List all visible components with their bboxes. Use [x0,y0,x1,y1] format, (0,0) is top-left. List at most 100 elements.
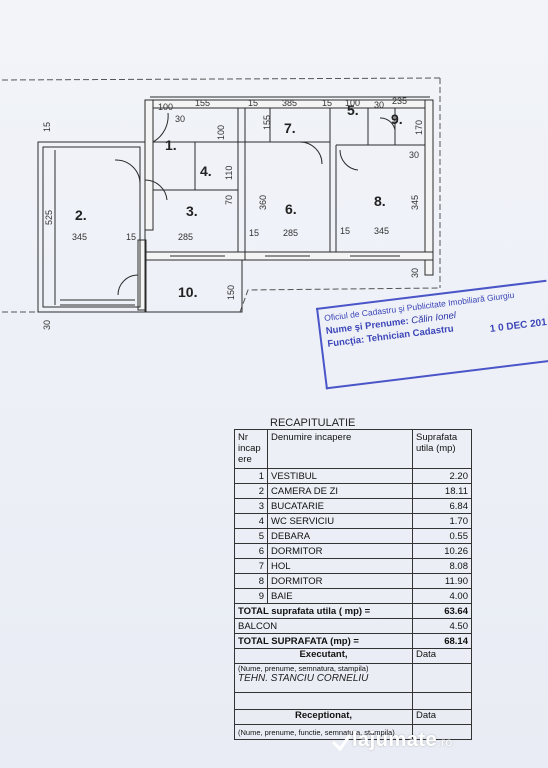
row-nr: 6 [234,543,268,559]
dim-top-235: 235 [392,96,407,106]
watermark: lajumate.ro [352,729,453,752]
recap-header-row: Nr incap ere Denumire incapere Suprafata… [234,429,472,469]
dim-bottom-30: 30 [42,320,52,330]
dim-room6-360: 360 [258,195,268,210]
row-area: 2.20 [412,468,472,484]
executant-sign-row: (Nume, prenume, semnatura, stampila) TEH… [234,663,472,693]
row-name: HOL [267,558,413,574]
total-util-row: TOTAL suprafata utila ( mp) = 63.64 [234,603,472,619]
row-area: 0.55 [412,528,472,544]
room-10-label: 10. [178,284,197,300]
dim-room8-345v: 345 [410,195,420,210]
dim-top-100a: 100 [158,102,173,112]
floor-plan: 1. 2. 3. 4. 5. 6. 7. 8. 9. 10. 100 30 15… [1,77,441,330]
receptionat-row: Receptionat, Data [234,709,472,725]
dim-left-525: 525 [44,210,54,225]
dim-room9-30: 30 [409,150,419,160]
dim-top-100b: 100 [345,98,360,108]
balcon-label: BALCON [234,618,413,634]
row-name: CAMERA DE ZI [267,483,413,499]
balcon-value: 4.50 [412,618,472,634]
receptionat-date-cell [412,724,472,740]
col-area-header: Suprafata utila (mp) [412,429,472,469]
row-name: DORMITOR [267,573,413,589]
dim-room4-100: 100 [216,125,226,140]
dim-top-30b: 30 [374,100,384,110]
dim-room3-285: 285 [178,232,193,242]
executant-note: (Nume, prenume, semnatura, stampila) [238,664,369,673]
total-value: 68.14 [412,633,472,649]
room-5-label: 5. [347,102,359,118]
dim-room4-110: 110 [224,166,234,180]
room-4-label: 4. [200,163,212,179]
recap-title: RECAPITULATIE [270,417,356,429]
row-name: DEBARA [267,528,413,544]
row-name: VESTIBUL [267,468,413,484]
room-2-label: 2. [75,207,87,223]
receptionat-label: Receptionat, [234,709,413,725]
executant-label: Executant, [234,648,413,664]
room-9-label: 9. [391,111,403,127]
row-nr: 8 [234,573,268,589]
lajumate-logo-icon [331,734,352,752]
receptionat-data-label: Data [412,709,472,725]
dim-top-30a: 30 [175,114,185,124]
executant-data-label: Data [412,648,472,664]
dim-room8-30: 30 [410,268,420,278]
dim-room8-345: 345 [374,226,389,236]
balcon-row: BALCON 4.50 [234,618,472,634]
room-3-label: 3. [186,203,198,219]
dim-room8-15: 15 [340,226,350,236]
room-6-label: 6. [285,201,297,217]
row-name: BAIE [267,588,413,604]
watermark-tld: .ro [437,735,453,749]
recap-table: Nr incap ere Denumire incapere Suprafata… [234,429,472,740]
row-nr: 3 [234,498,268,514]
executant-date-cell [412,663,472,693]
watermark-brand: lajumate [352,729,438,751]
executant-signature: TEHN. STANCIU CORNELIU [238,673,369,684]
row-nr: 7 [234,558,268,574]
dim-room10-150: 150 [226,285,236,300]
dim-room6-285: 285 [283,228,298,238]
stamp-function-label: Funcţia: [326,334,365,350]
row-area: 11.90 [412,573,472,589]
dim-left-15b: 15 [126,232,136,242]
col-nr-header: Nr incap ere [234,429,268,469]
total-row: TOTAL SUPRAFATA (mp) = 68.14 [234,633,472,649]
dim-top-15b: 15 [322,98,332,108]
total-label: TOTAL SUPRAFATA (mp) = [234,633,413,649]
dim-room7-155: 155 [262,115,272,130]
dim-room9-170: 170 [414,120,424,135]
row-nr: 2 [234,483,268,499]
row-name: BUCATARIE [267,498,413,514]
row-name: DORMITOR [267,543,413,559]
room-7-label: 7. [284,120,296,136]
row-nr: 9 [234,588,268,604]
row-area: 18.11 [412,483,472,499]
row-area: 6.84 [412,498,472,514]
room-8-label: 8. [374,193,386,209]
dim-top-155: 155 [195,98,210,108]
dim-top-385: 385 [282,98,297,108]
dim-room6-15: 15 [249,228,259,238]
spacer-row [234,692,472,710]
row-area: 1.70 [412,513,472,529]
col-name-header: Denumire incapere [267,429,413,469]
row-nr: 5 [234,528,268,544]
row-area: 4.00 [412,588,472,604]
row-name: WC SERVICIU [267,513,413,529]
row-nr: 1 [234,468,268,484]
total-util-label: TOTAL suprafata utila ( mp) = [234,603,413,619]
dim-room3-70: 70 [224,195,234,205]
row-area: 8.08 [412,558,472,574]
